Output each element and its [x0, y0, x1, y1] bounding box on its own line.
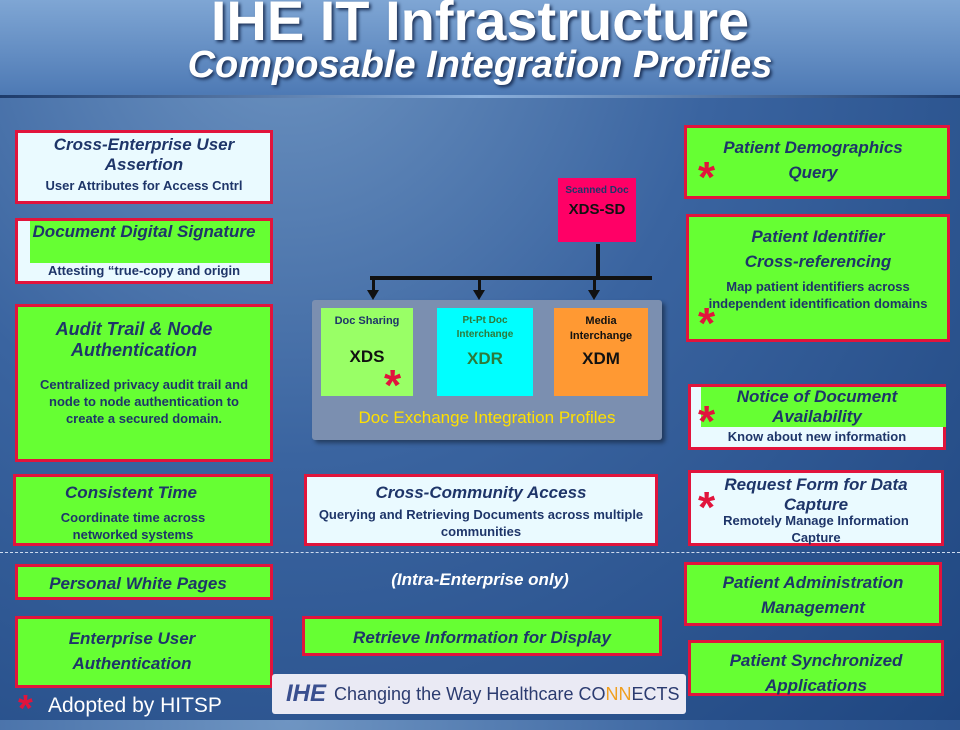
profile-ct-title: Consistent Time [65, 483, 197, 502]
profile-rfd-desc: Remotely Manage Information Capture [723, 513, 909, 545]
profile-pdq-title: Patient Demographics Query [723, 138, 903, 182]
profile-xua-title: Cross-Enterprise User Assertion [53, 135, 235, 174]
profile-atna[interactable]: Audit Trail & Node Authentication Centra… [15, 304, 273, 462]
profile-dsg-title: Document Digital Signature [32, 222, 256, 241]
profile-psa[interactable]: Patient Synchronized Applications [688, 640, 944, 696]
connector-bus [370, 276, 652, 280]
profile-xds-small: Doc Sharing [334, 315, 400, 327]
profile-xca-title: Cross-Community Access [375, 483, 587, 502]
profile-pwp[interactable]: Personal White Pages [15, 564, 273, 600]
pdq-star-icon: * [698, 153, 716, 202]
profile-eua-title: Enterprise User Authentication [68, 629, 196, 673]
profile-xdssd[interactable]: Scanned Doc XDS-SD [558, 178, 636, 242]
legend-star-icon: * [18, 688, 33, 730]
footer-banner: IHE Changing the Way Healthcare CONNECTS [272, 674, 686, 714]
profile-pix-title: Patient Identifier Cross-referencing [744, 227, 892, 271]
footer-tagline-a: Changing the Way Healthcare C [334, 684, 592, 704]
legend-label: Adopted by HITSP [48, 694, 222, 717]
profile-dsg-desc: Attesting “true-copy and origin [47, 263, 241, 278]
profile-nav-title: Notice of Document Availability [736, 387, 898, 426]
doc-exchange-group-label: Doc Exchange Integration Profiles [358, 408, 616, 427]
profile-xua[interactable]: Cross-Enterprise User Assertion User Att… [15, 130, 273, 204]
arrow-xdm-icon [588, 290, 600, 300]
ihe-logo: IHE [286, 680, 327, 707]
profile-xdssd-big: XDS-SD [568, 201, 626, 218]
profile-xdr-big: XDR [467, 349, 503, 368]
profile-ct-desc: Coordinate time across networked systems [60, 510, 206, 542]
connector-xdm [593, 278, 596, 292]
profile-xca[interactable]: Cross-Community Access Querying and Retr… [304, 474, 658, 546]
profile-eua[interactable]: Enterprise User Authentication [15, 616, 273, 688]
intra-enterprise-divider [0, 552, 960, 553]
profile-rid[interactable]: Retrieve Information for Display [302, 616, 662, 656]
footer-tagline: Changing the Way Healthcare CONNECTS [334, 684, 680, 705]
profile-nav-fill [701, 387, 946, 427]
profile-xua-desc: User Attributes for Access Cntrl [45, 178, 243, 193]
profile-pix[interactable]: Patient Identifier Cross-referencing Map… [686, 214, 950, 342]
profile-rfd-title: Request Form for Data Capture [724, 475, 908, 514]
profile-xdm[interactable]: Media Interchange XDM [554, 308, 648, 396]
connector-xds [372, 278, 375, 292]
profile-nav-desc: Know about new information [727, 429, 907, 444]
intra-enterprise-label: (Intra-Enterprise only) [391, 570, 569, 589]
arrow-xdr-icon [473, 290, 485, 300]
footer-tagline-c: NN [605, 684, 632, 704]
hitsp-star-icon: * [384, 361, 402, 410]
profile-nav[interactable]: Notice of Document Availability Know abo… [688, 384, 946, 450]
profile-dsg-fill [30, 221, 270, 263]
nav-star-icon: * [698, 397, 716, 446]
profile-xca-desc: Querying and Retrieving Documents across… [318, 507, 644, 539]
arrow-xds-icon [367, 290, 379, 300]
pix-star-icon: * [698, 299, 716, 348]
profile-pwp-title: Personal White Pages [49, 574, 227, 593]
connector-xdssd [596, 244, 600, 278]
rfd-star-icon: * [698, 483, 716, 532]
profile-pam[interactable]: Patient Administration Management [684, 562, 942, 626]
connector-xdr [478, 278, 481, 292]
profile-pdq[interactable]: Patient Demographics Query [684, 125, 950, 199]
profile-xdm-small: Media Interchange [569, 315, 633, 343]
profile-xdssd-small: Scanned Doc [565, 185, 629, 196]
profile-xdr[interactable]: Pt-Pt Doc Interchange XDR [437, 308, 533, 396]
title-bar: IHE IT Infrastructure Composable Integra… [0, 0, 960, 96]
title-divider [0, 95, 960, 98]
profile-rid-title: Retrieve Information for Display [353, 628, 611, 647]
profile-rfd[interactable]: Request Form for Data Capture Remotely M… [688, 470, 944, 546]
profile-pix-desc: Map patient identifiers across independe… [708, 279, 928, 311]
footer-tagline-b: O [591, 684, 606, 704]
profile-xds[interactable]: Doc Sharing XDS [321, 308, 413, 396]
profile-atna-desc: Centralized privacy audit trail and node… [39, 377, 249, 426]
profile-psa-title: Patient Synchronized Applications [729, 651, 903, 695]
profile-dsg[interactable]: Document Digital Signature Attesting “tr… [15, 218, 273, 284]
page-subtitle: Composable Integration Profiles [187, 44, 773, 86]
profile-xdr-small: Pt-Pt Doc Interchange [456, 315, 514, 340]
profile-xdm-big: XDM [582, 349, 620, 368]
footer-tagline-d: ECTS [631, 684, 680, 704]
page-title: IHE IT Infrastructure [210, 0, 750, 52]
profile-atna-title: Audit Trail & Node Authentication [55, 319, 213, 360]
profile-pam-title: Patient Administration Management [722, 573, 904, 617]
profile-xds-big: XDS [349, 347, 385, 366]
profile-ct[interactable]: Consistent Time Coordinate time across n… [13, 474, 273, 546]
